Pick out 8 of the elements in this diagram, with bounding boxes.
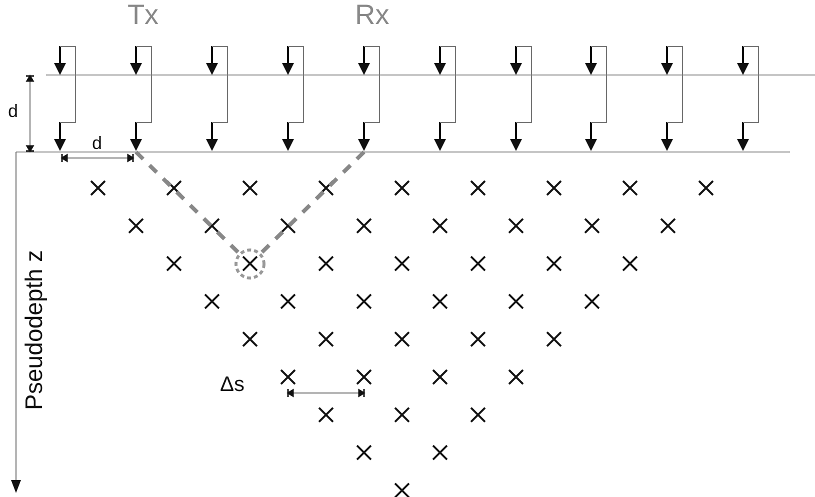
dimension-label: d — [8, 102, 18, 120]
electrode-label: Tx — [127, 1, 159, 29]
dimension-label: d — [92, 134, 102, 152]
dashed-line — [134, 150, 240, 254]
dimension-label: Δs — [220, 374, 245, 395]
dashed-line — [260, 150, 366, 254]
electrode-label: Rx — [355, 1, 387, 29]
axis-label: Pseudodepth z — [23, 248, 47, 412]
